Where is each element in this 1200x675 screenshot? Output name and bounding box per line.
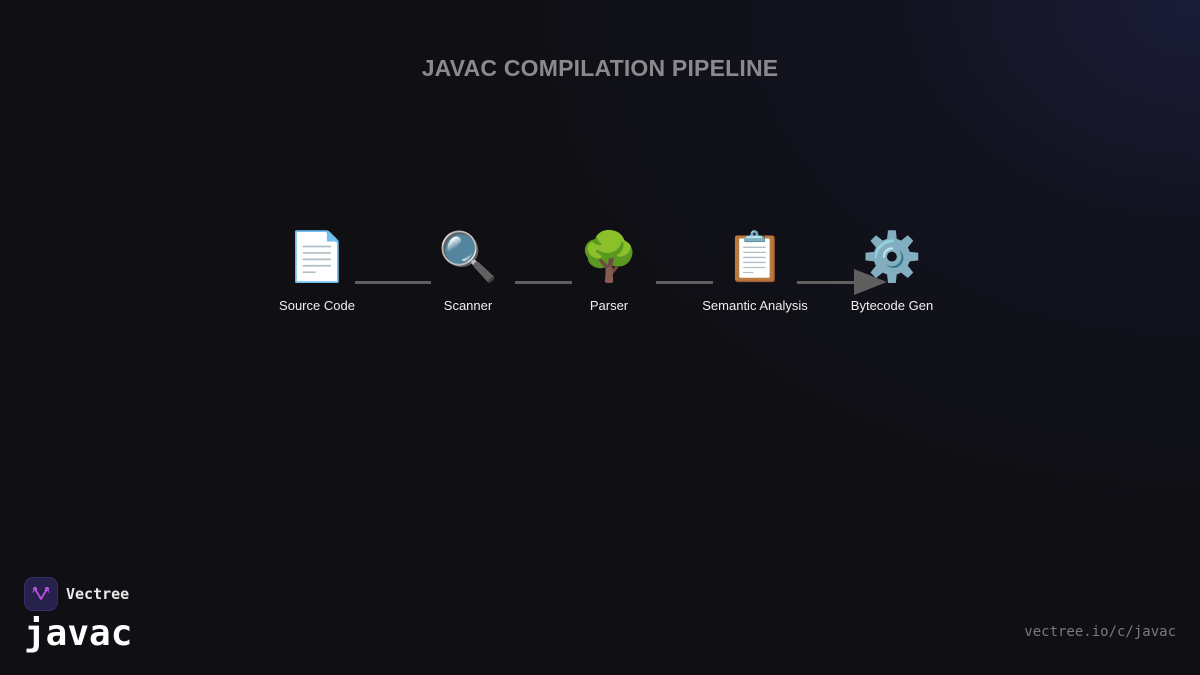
stage-label: Bytecode Gen [850,298,934,313]
stage-label: Scanner [443,298,493,313]
product-name: javac [24,613,133,654]
tree-icon: 🌳 [579,229,639,285]
stage-scanner: 🔍 Scanner [388,228,548,314]
diagram-title: JAVAC COMPILATION PIPELINE [421,55,779,81]
stage-bytecode-gen: ⚙️ Bytecode Gen [812,228,972,314]
magnifying-glass-icon: 🔍 [438,229,498,285]
connector-parser-semantic [656,281,713,284]
stage-label: Source Code [279,298,355,313]
stage-parser: 🌳 Parser [529,228,689,314]
stage-label: Parser [589,298,629,313]
arrowhead-icon [854,269,887,295]
connector-scanner-parser [515,281,572,284]
stage-label: Semantic Analysis [702,298,808,313]
stage-source-code: 📄 Source Code [237,228,397,314]
vectree-logo-icon [24,577,58,611]
gear-icon: ⚙️ [862,229,922,285]
brand-name: Vectree [66,585,130,603]
connector-source-scanner [355,281,431,284]
connector-semantic-bytecode [797,281,857,284]
stage-semantic-analysis: 📋 Semantic Analysis [675,228,835,314]
brand: Vectree [24,577,129,611]
clipboard-icon: 📋 [725,229,785,285]
page-url: vectree.io/c/javac [1024,624,1176,640]
document-icon: 📄 [287,229,347,285]
